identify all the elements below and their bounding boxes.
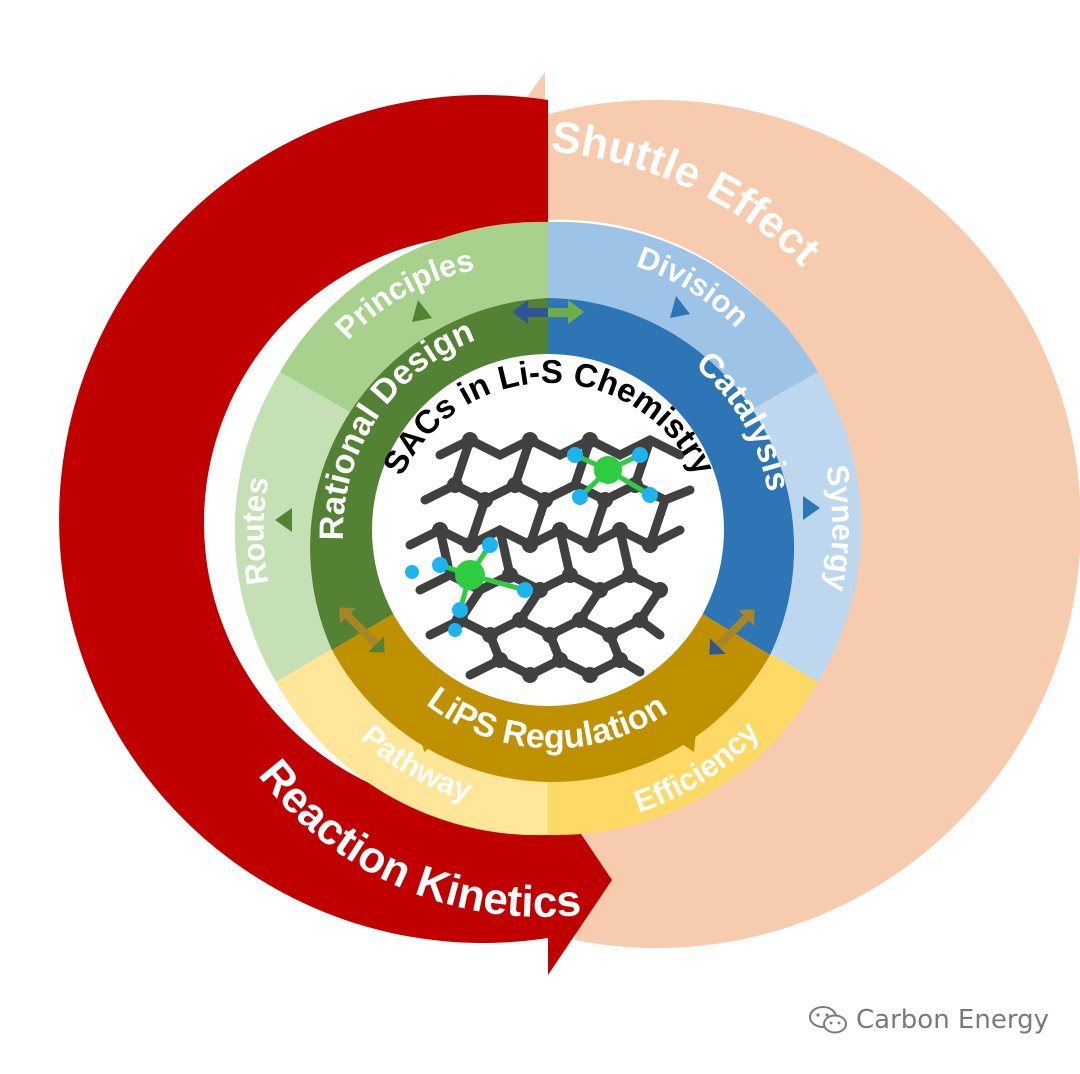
- graphene-molecule: [405, 432, 695, 683]
- efficiency-arrowhead: [676, 732, 696, 752]
- nitrogen-atoms: [405, 447, 658, 637]
- top-double-arrow: [512, 300, 584, 324]
- routes-arrowhead: [275, 508, 292, 532]
- right-double-arrow: [709, 609, 755, 655]
- left-double-arrow: [339, 607, 385, 653]
- lips-regulation-segment: [332, 610, 770, 782]
- routes-label: Routes: [236, 474, 276, 587]
- synergy-arrowhead: [803, 496, 820, 520]
- pathway-arrowhead: [420, 730, 440, 752]
- connector-arrows: [275, 296, 820, 752]
- inner-ring: [310, 298, 795, 782]
- catalysis-segment: [548, 298, 795, 655]
- metal-atom-lower: [455, 560, 485, 590]
- wechat-icon: [809, 1006, 847, 1034]
- outer-ring: [59, 72, 1080, 976]
- watermark: Carbon Energy: [808, 1004, 1049, 1036]
- shuttle-effect-arrow: [482, 72, 1080, 948]
- watermark-text: Carbon Energy: [856, 1005, 1049, 1035]
- reaction-kinetics-arrow: [59, 95, 613, 976]
- principles-arrowhead: [412, 300, 432, 322]
- rational-design-segment: [310, 298, 548, 650]
- division-arrowhead: [670, 296, 690, 318]
- metal-atom-upper: [594, 456, 622, 484]
